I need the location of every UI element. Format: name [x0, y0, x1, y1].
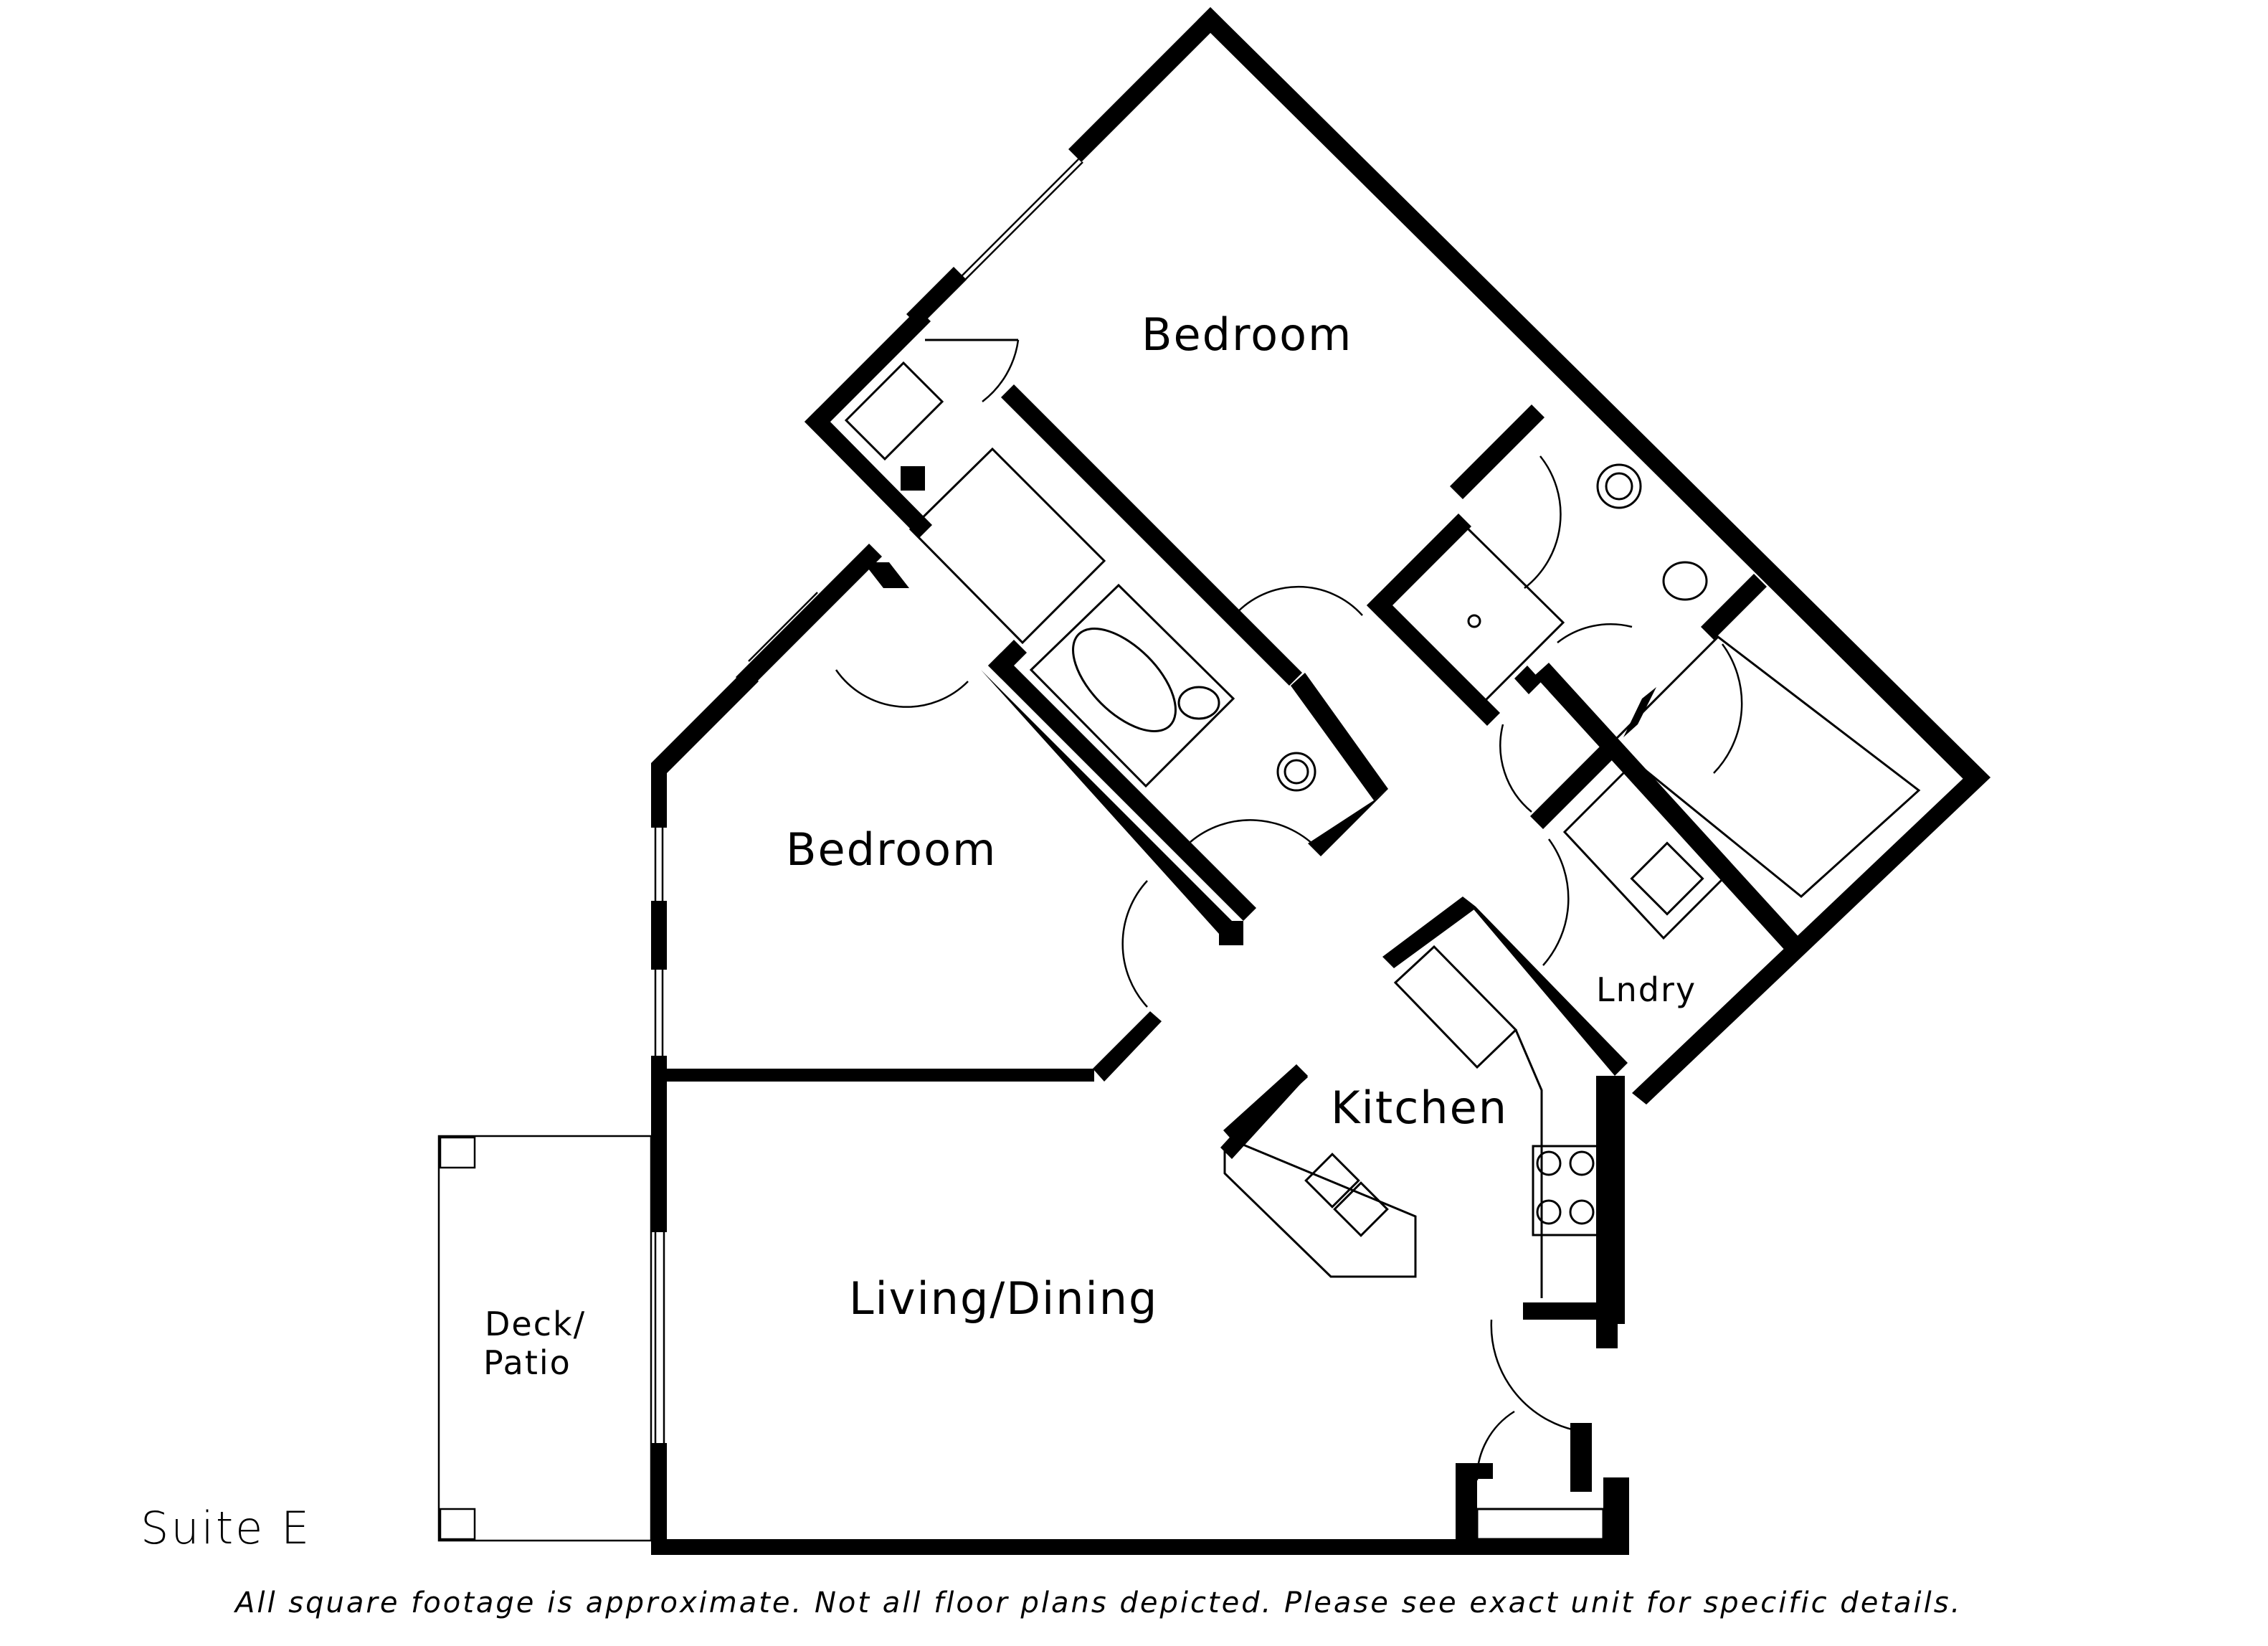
- wall-w-2: [651, 901, 667, 970]
- suite-title: Suite E: [141, 1502, 311, 1554]
- sink-bath2: [1276, 752, 1316, 792]
- label-deck-line1: Deck/: [485, 1305, 586, 1343]
- island-sink-2: [1333, 1181, 1389, 1237]
- label-living-dining: Living/Dining: [849, 1272, 1158, 1325]
- shower: [1385, 526, 1565, 705]
- wall-bath-n: [1001, 384, 1302, 686]
- fridge: [1393, 945, 1518, 1069]
- wall-laundry-n: [1530, 740, 1619, 829]
- wall-w-diag2: [651, 668, 759, 776]
- shower-drain: [1467, 614, 1481, 628]
- wall-w-4: [651, 1443, 667, 1552]
- wall-closet-master: [1534, 663, 1801, 952]
- wall-bath-e: [1291, 673, 1388, 800]
- wall-mbath-e: [1701, 574, 1767, 640]
- island-sink-1: [1304, 1153, 1360, 1209]
- deck-post-top: [439, 1136, 476, 1169]
- label-bedroom-left: Bedroom: [786, 823, 997, 876]
- wall-entry-e: [1603, 1477, 1629, 1553]
- closet-shelf-bed2: [908, 447, 1106, 645]
- wall-bath-s: [1308, 789, 1388, 856]
- entry-closet: [1476, 1508, 1605, 1541]
- burner-1: [1536, 1150, 1562, 1176]
- wall-shower-sw: [1367, 592, 1500, 726]
- wall-laundry-s: [1463, 897, 1628, 1076]
- exterior-walls: [651, 7, 1991, 1555]
- wall-w-3: [651, 1056, 667, 1232]
- doors: [835, 339, 1743, 1481]
- wall-closet-stub: [901, 466, 925, 491]
- wall-closet-master2: [1623, 687, 1656, 737]
- wall-w-1: [651, 763, 667, 828]
- wall-bed2-sdiag: [1093, 1011, 1162, 1082]
- disclaimer-text: All square footage is approximate. Not a…: [233, 1586, 1962, 1619]
- label-deck-line2: Patio: [483, 1343, 571, 1382]
- wall-bed2-stub: [1219, 921, 1243, 945]
- wall-kitchen-e3: [1523, 1302, 1609, 1320]
- wall-entry-w2: [1456, 1463, 1493, 1479]
- wall-closet2: [863, 562, 909, 588]
- island: [1223, 1140, 1417, 1278]
- wall-entry-e2: [1570, 1423, 1592, 1492]
- wall-laundry-w: [1382, 897, 1474, 968]
- wall-south: [651, 1539, 1629, 1555]
- closet-master-walk: [1610, 635, 1921, 898]
- wall-bed2-ne: [981, 670, 1232, 934]
- wall-bath-w: [988, 640, 1027, 678]
- wall-nw-upper: [1068, 7, 1223, 162]
- deck-outline: [437, 1135, 653, 1542]
- wall-pantry: [1514, 666, 1542, 694]
- wall-nw-closet: [805, 308, 931, 435]
- sink-master-inner: [1605, 472, 1633, 501]
- room-labels: Bedroom Bedroom Kitchen Lndry Living/Din…: [141, 308, 1962, 1619]
- wall-w-diag: [736, 544, 882, 690]
- burner-2: [1569, 1150, 1595, 1176]
- wall-mbath-nw: [1450, 405, 1545, 499]
- toilet-bath2: [1177, 686, 1220, 720]
- label-laundry: Lndry: [1596, 970, 1697, 1009]
- wall-bath-sw: [988, 653, 1256, 921]
- interior-walls: [667, 384, 1801, 1159]
- kitchen-counter: [1514, 1029, 1543, 1298]
- toilet-master: [1662, 561, 1708, 601]
- closet-shelf-master: [844, 361, 944, 461]
- sink-bath2-inner: [1284, 759, 1309, 785]
- bathtub: [1029, 583, 1235, 788]
- label-bedroom-upper: Bedroom: [1142, 308, 1352, 361]
- island-back: [1223, 1064, 1308, 1143]
- wall-ne: [1197, 7, 1991, 789]
- wall-closet-w: [805, 409, 932, 538]
- washer-dryer: [1562, 770, 1726, 940]
- fixtures: [844, 361, 1921, 1541]
- washer-box: [1630, 841, 1704, 916]
- stove: [1532, 1145, 1599, 1236]
- sink-master: [1596, 463, 1642, 509]
- wall-bed2-s: [667, 1069, 1094, 1082]
- deck-post-bottom: [439, 1508, 476, 1541]
- burner-3: [1536, 1199, 1562, 1225]
- deck-patio: [437, 1135, 653, 1542]
- burner-4: [1569, 1199, 1595, 1225]
- windows: [654, 159, 1083, 1443]
- wall-shower-nw: [1367, 514, 1471, 618]
- wall-se: [1632, 769, 1991, 1105]
- tub-inner: [1072, 628, 1177, 732]
- label-kitchen: Kitchen: [1331, 1082, 1508, 1134]
